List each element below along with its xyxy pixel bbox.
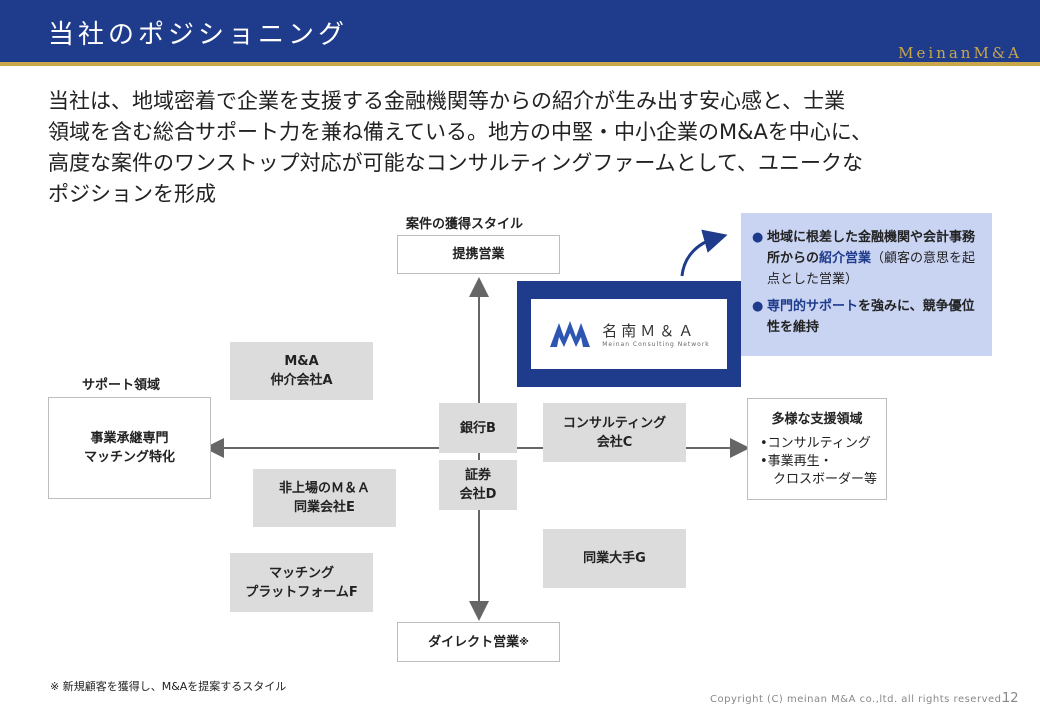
header-bar [0, 0, 1040, 62]
axis-right-item: •コンサルティング [760, 436, 871, 451]
callout-text: （顧客の意思を起点とした営業） [767, 251, 976, 287]
strength-callout: ● 地域に根差した金融機関や会計事務所からの紹介営業（顧客の意思を起点とした営業… [741, 213, 992, 356]
competitor-label: 同業大手G [583, 551, 646, 566]
axis-right-item: クロスボーダー等 [760, 472, 878, 487]
logo-text: 名南Ｍ＆Ａ Meinan Consulting Network [602, 320, 710, 348]
lead-line: 高度な案件のワンストップ対応が可能なコンサルティングファームとして、ユニークな [48, 151, 864, 175]
axis-top-label: 提携営業 [452, 247, 505, 262]
callout-text: を強みに、競争優位性を維持 [767, 299, 975, 335]
axis-left-box: 事業承継専門 マッチング特化 [48, 397, 211, 499]
copyright: Copyright (C) meinan M&A co.,ltd. all ri… [710, 694, 1006, 705]
axis-left-line: 事業承継専門 [90, 431, 169, 446]
competitor-bank-b: 銀行B [439, 403, 517, 453]
callout-item: ● 地域に根差した金融機関や会計事務所からの紹介営業（顧客の意思を起点とした営業… [752, 227, 980, 290]
competitor-sec-d: 証券 会社D [439, 460, 517, 510]
competitor-platform-f: マッチング プラットフォームF [230, 553, 373, 612]
bullet-icon: ● [752, 230, 764, 245]
page-title: 当社のポジショニング [48, 20, 349, 50]
header-gold-line [0, 62, 1040, 66]
callout-highlight: 専門的サポート [767, 299, 859, 314]
competitor-label: 会社C [596, 434, 633, 450]
competitor-label: 同業会社E [294, 500, 355, 515]
callout-text: 地域に根差した金融機関や会計事務所からの [767, 230, 976, 266]
competitor-label: M&A [284, 354, 319, 369]
competitor-label: 会社D [459, 487, 497, 502]
competitor-label: 非上場のＭ＆Ａ [278, 481, 370, 496]
footnote: ※ 新規顧客を獲得し、M&Aを提案するスタイル [50, 680, 287, 693]
competitor-label: マッチング [268, 565, 334, 581]
logo-en: Meinan Consulting Network [602, 341, 710, 348]
bullet-icon: ● [752, 299, 764, 314]
competitor-label: プラットフォームF [245, 584, 358, 600]
axis-left-line: マッチング特化 [83, 450, 175, 465]
company-logo-frame: 名南Ｍ＆Ａ Meinan Consulting Network [517, 281, 741, 387]
competitor-label: 仲介会社A [270, 373, 333, 388]
competitor-consult-c: コンサルティング 会社C [543, 403, 686, 462]
axis-right-item: •事業再生・ [760, 454, 833, 469]
lead-line: ポジションを形成 [48, 182, 216, 206]
callout-highlight: 紹介営業 [819, 251, 872, 266]
competitor-major-g: 同業大手G [543, 529, 686, 588]
axis-bottom-box: ダイレクト営業※ [397, 622, 560, 662]
axis-top-box: 提携営業 [397, 235, 560, 274]
footnote-mark: ※ [519, 636, 529, 648]
vertical-axis-label: 案件の獲得スタイル [406, 217, 524, 232]
competitor-listed-e: 非上場のＭ＆Ａ 同業会社E [253, 469, 396, 527]
competitor-label: 証券 [464, 468, 491, 483]
axis-bottom-label: ダイレクト営業 [428, 634, 520, 650]
competitor-ma-a: M&A 仲介会社A [230, 342, 373, 400]
axis-right-title: 多様な支援領域 [771, 412, 863, 427]
logo-mark-icon [550, 321, 591, 347]
lead-line: 領域を含む総合サポート力を兼ね備えている。地方の中堅・中小企業のM&Aを中心に、 [48, 120, 873, 144]
callout-item: ● 専門的サポートを強みに、競争優位性を維持 [752, 296, 980, 338]
company-logo: 名南Ｍ＆Ａ Meinan Consulting Network [531, 299, 727, 369]
curved-arrow [680, 229, 728, 277]
lead-line: 当社は、地域密着で企業を支援する金融機関等からの紹介が生み出す安心感と、士業 [48, 89, 846, 113]
page-number: 12 [1002, 691, 1019, 706]
lead-text: 当社は、地域密着で企業を支援する金融機関等からの紹介が生み出す安心感と、士業 領… [48, 86, 1008, 210]
brand-name: MeinanM&A [898, 44, 1022, 62]
competitor-label: コンサルティング [562, 415, 667, 431]
logo-jp: 名南Ｍ＆Ａ [602, 322, 698, 340]
left-axis-label: サポート領域 [82, 378, 161, 393]
competitor-label: 銀行B [460, 420, 496, 436]
axis-right-box: 多様な支援領域 •コンサルティング •事業再生・ クロスボーダー等 [747, 398, 887, 500]
